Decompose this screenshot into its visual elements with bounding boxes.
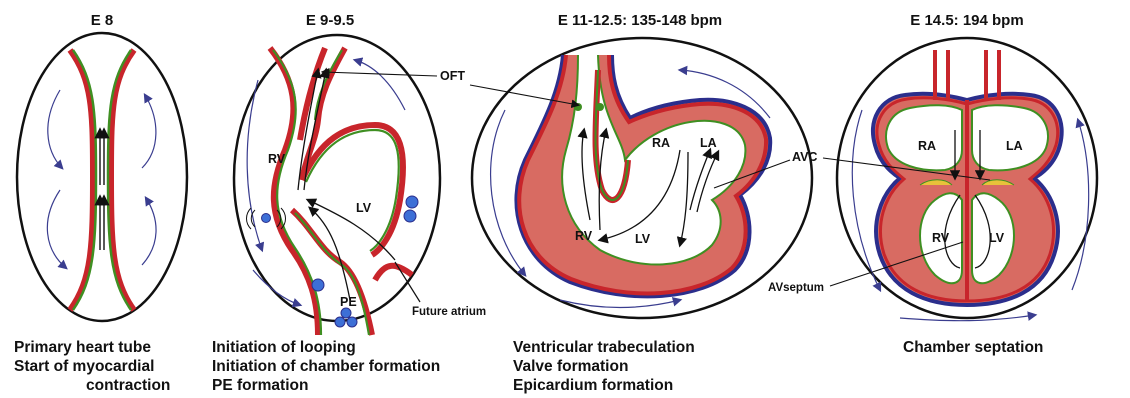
caption-e9: Initiation of looping Initiation of cham… (212, 338, 440, 395)
caption-e11-line-1: Ventricular trabeculation (513, 338, 695, 357)
callout-avseptum-label: AVseptum (768, 282, 824, 294)
label-rv-e11: RV (575, 229, 593, 243)
caption-e8: Primary heart tube Start of myocardial c… (14, 338, 170, 395)
label-la-e14: LA (1006, 139, 1023, 153)
caption-e9-line-1: Initiation of looping (212, 338, 440, 357)
caption-e11-line-2: Valve formation (513, 357, 695, 376)
label-ra-e11: RA (652, 136, 670, 150)
label-ra-e14: RA (918, 139, 936, 153)
caption-e8-line-2: Start of myocardial (14, 357, 170, 376)
label-lv-e11: LV (635, 232, 651, 246)
stage-e8-heart-tube (17, 33, 187, 321)
label-rv-e9: RV (268, 152, 286, 166)
caption-e14-line-1: Chamber septation (903, 338, 1043, 357)
caption-e11-line-3: Epicardium formation (513, 376, 695, 395)
callout-oft-label: OFT (440, 69, 465, 83)
label-pe-e9: PE (340, 295, 357, 309)
label-future-atrium: Future atrium (412, 306, 486, 318)
stage-title-e9: E 9-9.5 (306, 12, 354, 29)
label-rv-e14: RV (932, 231, 950, 245)
label-lv-e14: LV (989, 231, 1005, 245)
caption-e14: Chamber septation (903, 338, 1043, 357)
label-lv-e9: LV (356, 201, 372, 215)
callout-oft: OFT (323, 69, 578, 105)
callout-avc-label: AVC (792, 150, 817, 164)
caption-e8-line-3: contraction (14, 376, 170, 395)
stage-title-e8: E 8 (91, 12, 114, 29)
embryo-outline-e9 (234, 35, 440, 321)
stage-title-e11: E 11-12.5: 135-148 bpm (558, 12, 722, 29)
caption-e8-line-1: Primary heart tube (14, 338, 170, 357)
stage-title-e14: E 14.5: 194 bpm (910, 12, 1023, 29)
embryo-outline-e8 (17, 33, 187, 321)
label-la-e11: LA (700, 136, 717, 150)
stage-e14-heart: RA LA RV LV (837, 38, 1097, 321)
stage-e11-heart: RA LA RV LV (472, 38, 812, 318)
caption-e11: Ventricular trabeculation Valve formatio… (513, 338, 695, 395)
caption-e9-line-2: Initiation of chamber formation (212, 357, 440, 376)
caption-e9-line-3: PE formation (212, 376, 440, 395)
